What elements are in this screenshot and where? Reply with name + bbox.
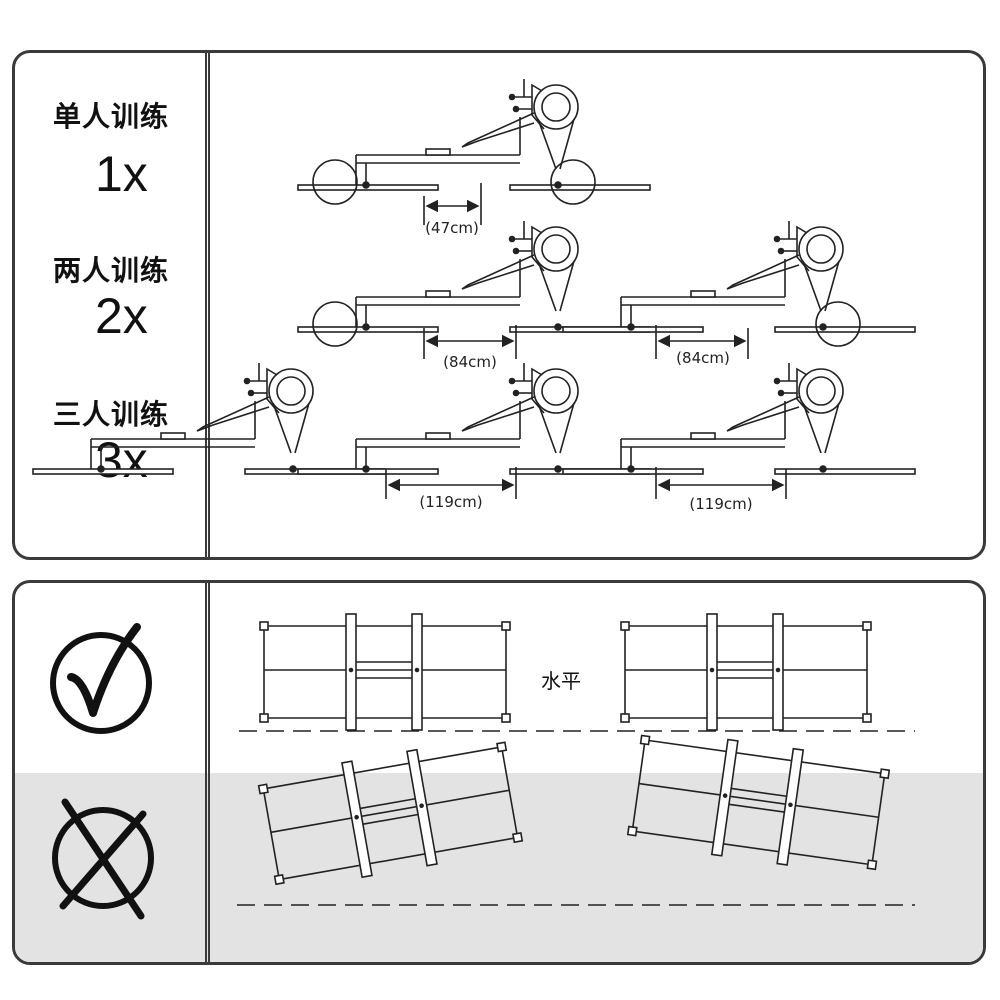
single-training-count: 1x — [95, 146, 148, 202]
rower-triple-1 — [32, 362, 386, 475]
spacing-double-2-label: (84cm) — [676, 349, 730, 367]
level-frame-1 — [259, 613, 511, 731]
cross-circle-icon — [52, 798, 154, 920]
panel-divider — [205, 53, 210, 557]
rower-triple-2 — [297, 362, 651, 475]
rower-single-1 — [297, 78, 651, 191]
spacing-single-label: (47cm) — [425, 219, 479, 237]
spacing-triple-2-label: (119cm) — [689, 495, 752, 513]
single-training-label: 单人训练 — [53, 100, 170, 133]
level-frame-2 — [620, 613, 872, 731]
spacing-double-1-label: (84cm) — [443, 353, 497, 371]
rowing-machines-diagram: (47cm) (84cm) (84cm) (119cm) (119cm) — [32, 78, 916, 513]
rower-double-2 — [562, 220, 916, 333]
level-panel: 水平 — [12, 580, 986, 965]
level-label: 水平 — [541, 669, 581, 693]
level-diagram — [50, 613, 915, 920]
double-training-label: 两人训练 — [53, 254, 170, 287]
panel-divider — [205, 583, 210, 962]
double-training-count: 2x — [95, 288, 148, 344]
rower-double-1 — [297, 220, 651, 333]
tilted-frame-2 — [625, 726, 892, 879]
highlight-circle — [550, 159, 596, 205]
incorrect-row-background — [15, 773, 983, 962]
tilted-frame-1 — [256, 733, 525, 893]
triple-training-label: 三人训练 — [53, 398, 170, 431]
highlight-circle — [312, 159, 358, 205]
check-circle-icon — [50, 623, 152, 734]
spacing-panel: 单人训练 1x 两人训练 2x 三人训练 3x — [12, 50, 986, 560]
triple-training-count: 3x — [95, 432, 148, 488]
spacing-triple-1-label: (119cm) — [419, 493, 482, 511]
rower-triple-3 — [562, 362, 916, 475]
